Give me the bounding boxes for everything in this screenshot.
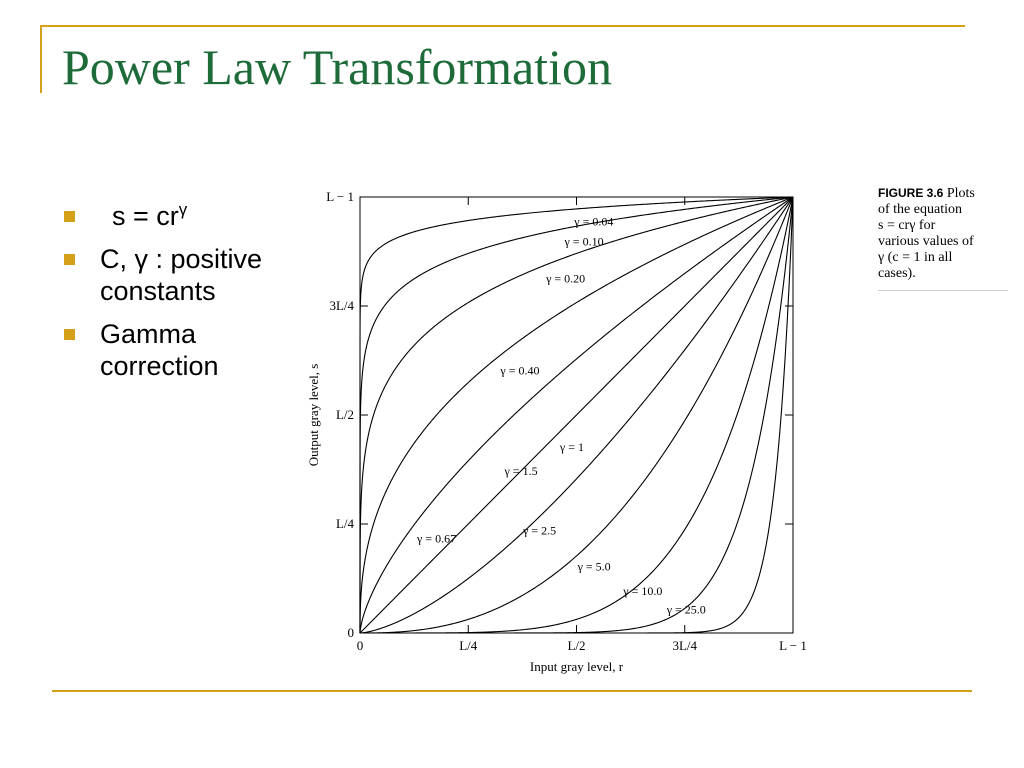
bullet-constants-text: C, γ : positive constants	[100, 244, 263, 306]
x-tick-label: L/4	[459, 638, 478, 653]
figure-caption: FIGURE 3.6 Plots of the equation s = crγ…	[878, 185, 1008, 291]
bullet-gamma-text: Gamma correction	[100, 319, 219, 381]
curve-gamma-label: γ = 5.0	[577, 560, 611, 574]
bullet-marker	[64, 254, 75, 265]
curve-gamma	[359, 196, 794, 634]
bullet-constants: C, γ : positive constants	[62, 243, 312, 307]
y-tick-label: 0	[348, 625, 355, 640]
curve-gamma-label: γ = 10.0	[622, 584, 662, 598]
slide-title: Power Law Transformation	[62, 39, 612, 95]
curve-gamma-label: γ = 0.10	[564, 234, 604, 248]
curve-gamma	[359, 196, 794, 634]
caption-line: cases).	[878, 266, 916, 281]
curve-gamma	[359, 196, 794, 634]
caption-line: γ (c = 1 in all	[878, 250, 953, 265]
curve-gamma-label: γ = 2.5	[522, 523, 556, 537]
bullet-list: s = crγ C, γ : positive constants Gamma …	[62, 200, 312, 393]
curve-gamma-label: γ = 0.04	[573, 214, 613, 228]
y-tick-label: L/2	[336, 407, 354, 422]
curve-gamma-label: γ = 25.0	[666, 603, 706, 617]
frame-bottom-line	[52, 690, 972, 692]
caption-line: of the equation	[878, 202, 962, 217]
bullet-gamma-correction: Gamma correction	[62, 318, 312, 382]
figure-label: FIGURE 3.6	[878, 186, 944, 200]
x-tick-label: L/2	[567, 638, 585, 653]
curve-gamma	[360, 196, 794, 634]
y-tick-label: L/4	[336, 516, 355, 531]
curve-gamma-label: γ = 0.67	[416, 531, 456, 545]
curve-gamma	[359, 196, 794, 634]
curve-gamma	[360, 196, 794, 634]
curve-gamma	[359, 196, 794, 634]
curve-gamma-label: γ = 1.5	[504, 464, 538, 478]
bullet-marker	[64, 329, 75, 340]
x-tick-label: L − 1	[779, 638, 807, 653]
caption-line: various values of	[878, 234, 974, 249]
bullet-marker	[64, 211, 75, 222]
x-axis-label: Input gray level, r	[530, 659, 624, 674]
frame-left-line	[40, 25, 42, 93]
x-tick-label: 3L/4	[672, 638, 697, 653]
y-tick-label: 3L/4	[329, 298, 354, 313]
y-axis-label: Output gray level, s	[306, 364, 321, 467]
frame-top-line	[40, 25, 965, 27]
x-tick-label: 0	[357, 638, 364, 653]
caption-line: s = crγ for	[878, 218, 936, 233]
bullet-equation: s = crγ	[62, 200, 312, 232]
equation-exponent: γ	[178, 200, 188, 219]
curve-gamma	[359, 196, 794, 634]
equation-text: s = cr	[112, 201, 179, 231]
y-tick-label: L − 1	[326, 189, 354, 204]
caption-line: Plots	[946, 186, 975, 201]
curve-gamma-label: γ = 0.20	[545, 271, 585, 285]
curve-gamma-label: γ = 0.40	[499, 363, 539, 377]
curve-gamma-label: γ = 1	[559, 440, 584, 454]
